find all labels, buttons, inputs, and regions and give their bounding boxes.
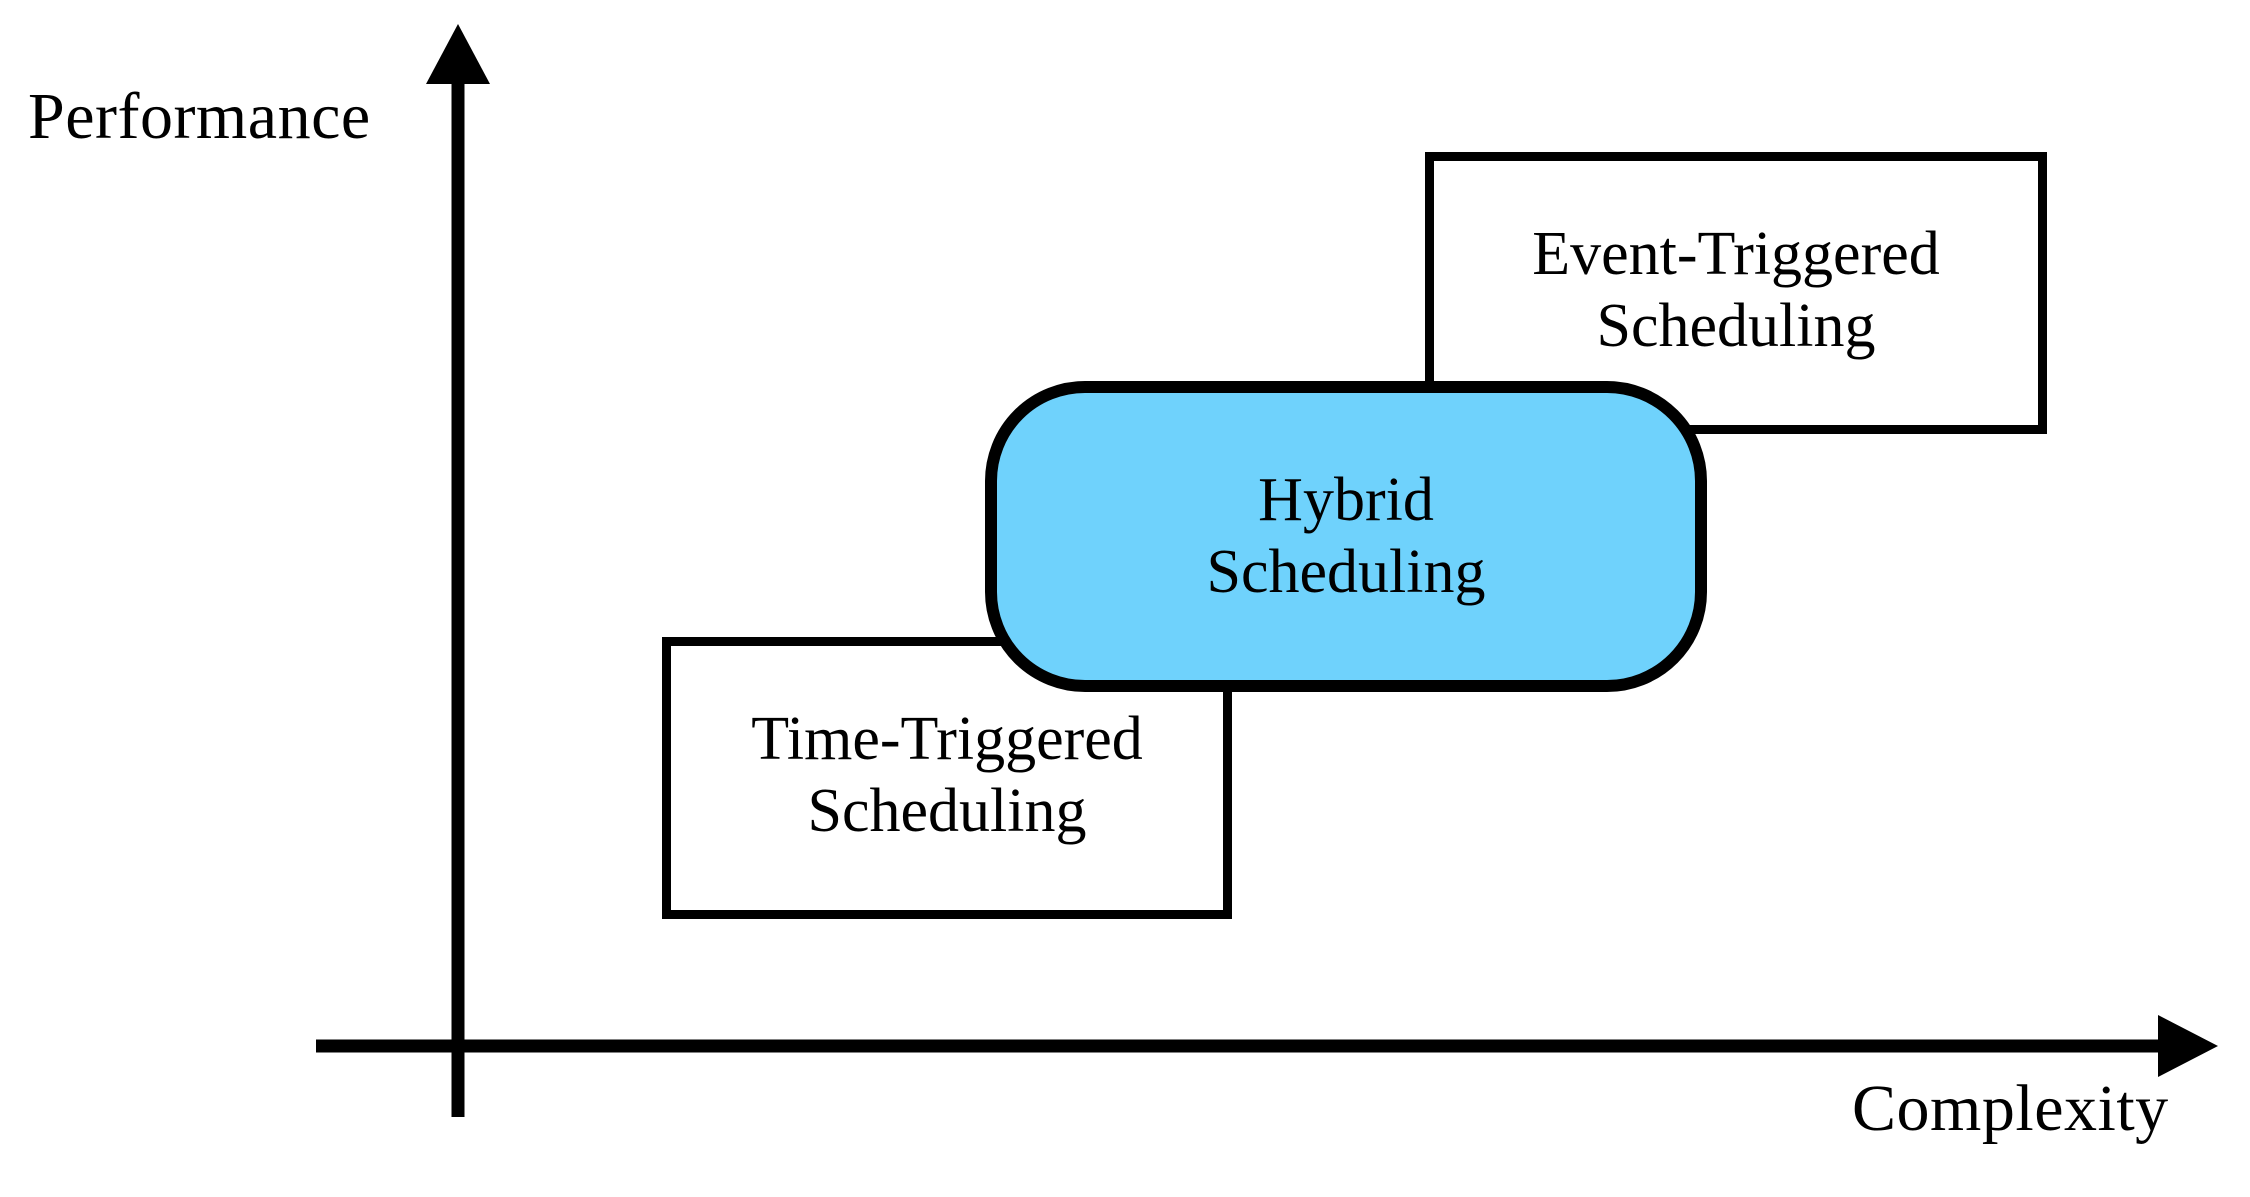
- node-time-triggered-line-2: Scheduling: [807, 777, 1087, 845]
- y-axis-arrow-icon: [426, 24, 490, 84]
- node-hybrid-line-2: Scheduling: [1206, 537, 1486, 606]
- y-axis-label: Performance: [28, 80, 371, 153]
- node-event-triggered-line-2: Scheduling: [1596, 292, 1876, 360]
- node-event-triggered-line-1: Event-Triggered: [1532, 220, 1940, 289]
- x-axis-label: Complexity: [1852, 1072, 2169, 1145]
- node-hybrid-line-1: Hybrid: [1258, 465, 1434, 534]
- node-time-triggered-line-1: Time-Triggered: [751, 705, 1143, 774]
- node-event-triggered[interactable]: Event-Triggered Scheduling: [1425, 152, 2047, 434]
- node-hybrid-scheduling[interactable]: Hybrid Scheduling: [985, 381, 1707, 692]
- x-axis-arrow-icon: [2158, 1015, 2218, 1077]
